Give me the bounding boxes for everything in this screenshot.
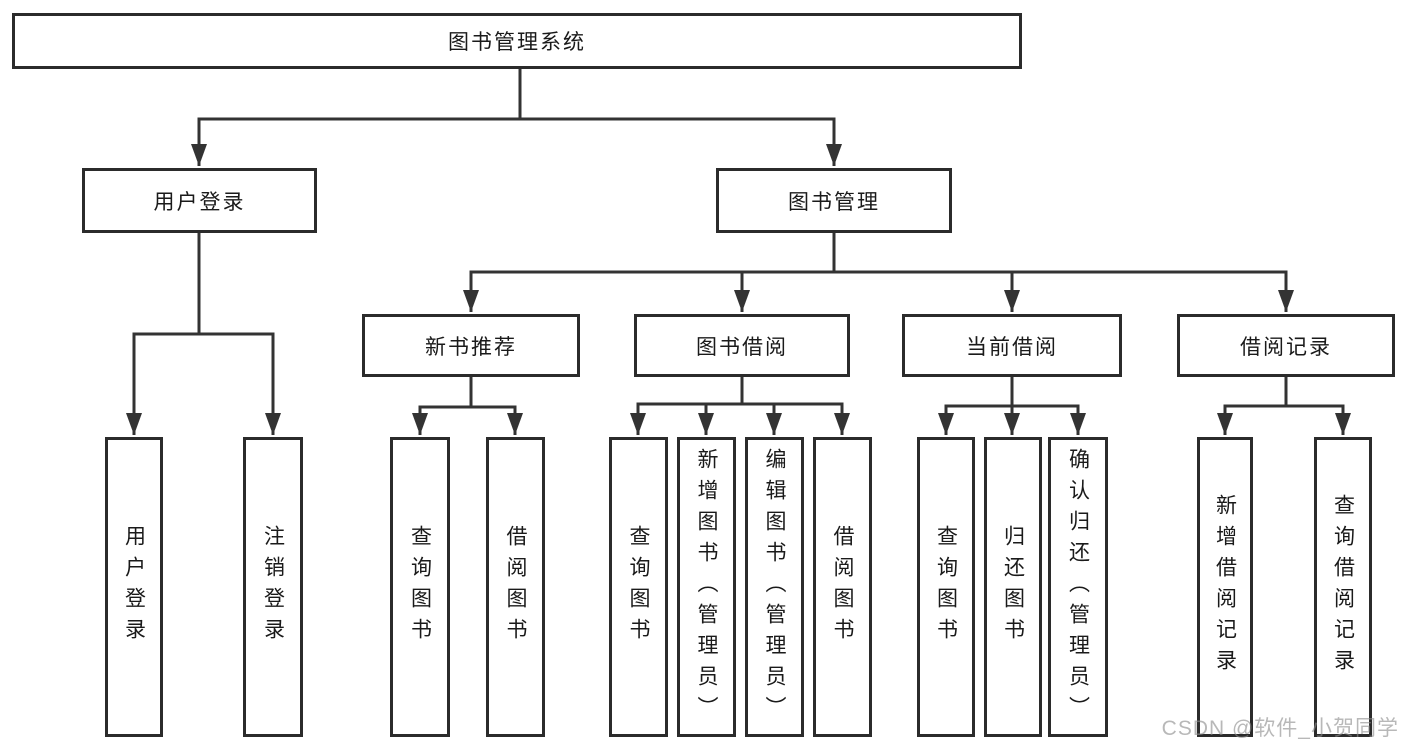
leaf-borrow-query: 查询图书 bbox=[609, 437, 668, 737]
leaf-borrow-edit: 编辑图书（管理员） bbox=[745, 437, 804, 737]
connector-root-group bbox=[191, 69, 842, 166]
leaf-record-query: 查询借阅记录 bbox=[1314, 437, 1372, 737]
connector-current-borrow-group bbox=[938, 377, 1086, 435]
node-current-borrow: 当前借阅 bbox=[902, 314, 1122, 377]
leaf-current-confirm: 确认归还（管理员） bbox=[1048, 437, 1108, 737]
connector-book-borrow-group bbox=[630, 377, 850, 435]
leaf-newbook-query: 查询图书 bbox=[390, 437, 450, 737]
node-new-book: 新书推荐 bbox=[362, 314, 580, 377]
node-user-login: 用户登录 bbox=[82, 168, 317, 233]
leaf-user-login: 用户登录 bbox=[105, 437, 163, 737]
connector-user-login-group bbox=[126, 233, 281, 435]
node-book-borrow: 图书借阅 bbox=[634, 314, 850, 377]
leaf-logout: 注销登录 bbox=[243, 437, 303, 737]
leaf-borrow-add: 新增图书（管理员） bbox=[677, 437, 736, 737]
watermark: CSDN @软件_小贺同学 bbox=[1161, 717, 1399, 740]
node-book-mgmt: 图书管理 bbox=[716, 168, 952, 233]
leaf-current-query: 查询图书 bbox=[917, 437, 975, 737]
node-root: 图书管理系统 bbox=[12, 13, 1022, 69]
leaf-borrow-borrow: 借阅图书 bbox=[813, 437, 872, 737]
leaf-newbook-borrow: 借阅图书 bbox=[486, 437, 545, 737]
node-borrow-record: 借阅记录 bbox=[1177, 314, 1395, 377]
connector-new-book-group bbox=[412, 377, 523, 435]
connector-borrow-record-group bbox=[1217, 377, 1351, 435]
leaf-current-return: 归还图书 bbox=[984, 437, 1042, 737]
connector-book-mgmt-group bbox=[463, 233, 1294, 312]
leaf-record-add: 新增借阅记录 bbox=[1197, 437, 1253, 737]
